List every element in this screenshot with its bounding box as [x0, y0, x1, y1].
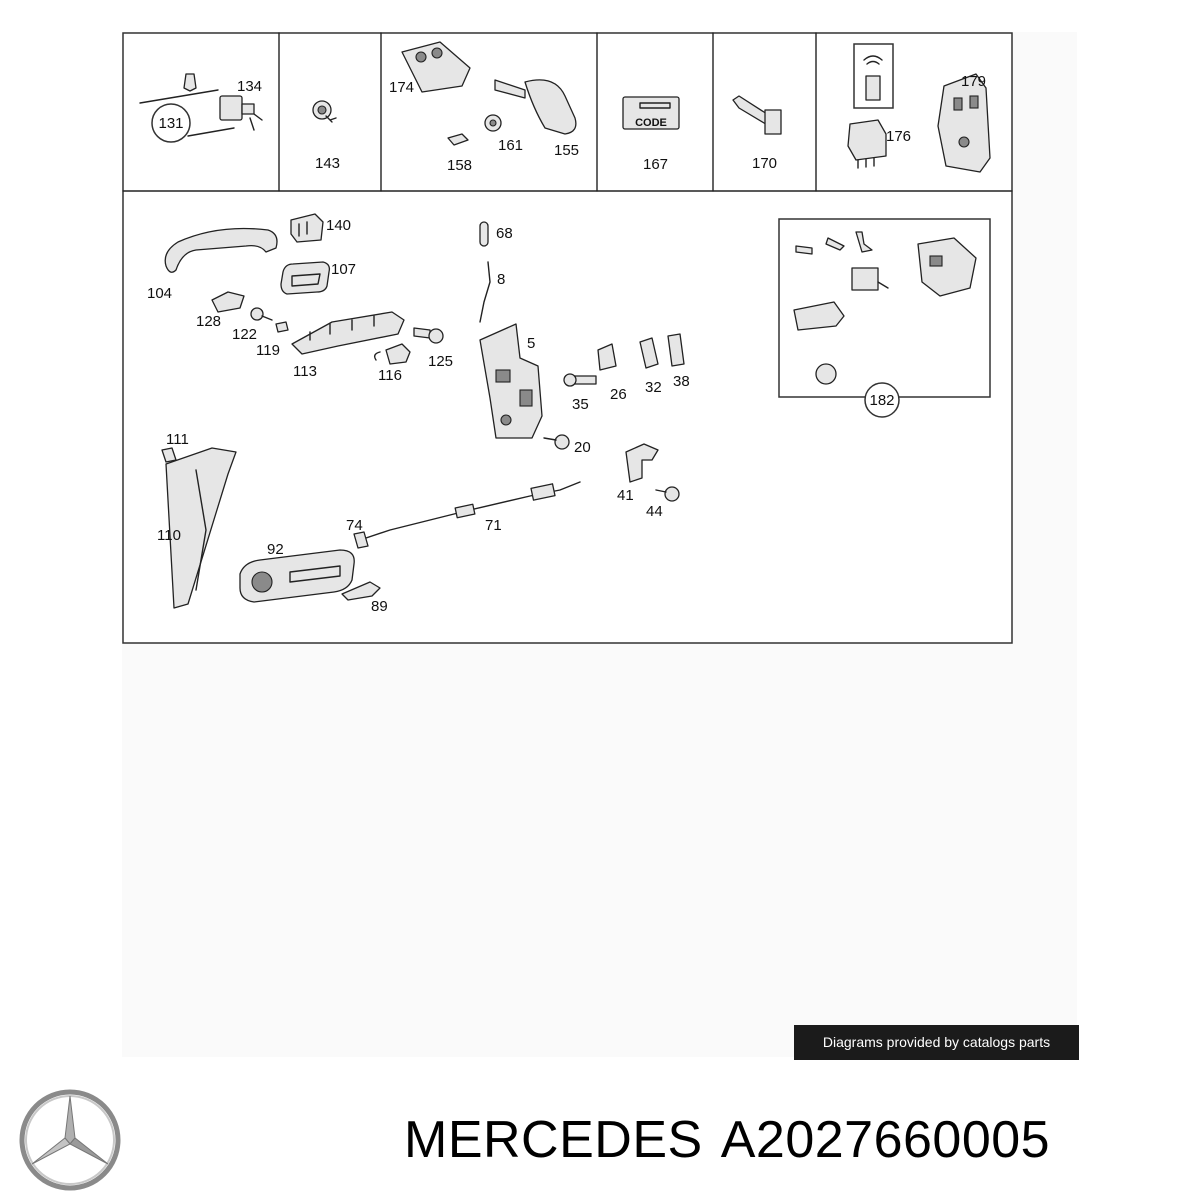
shim-plates — [639, 333, 685, 369]
callout-158: 158 — [447, 157, 472, 174]
callout-8: 8 — [497, 271, 505, 288]
callout-92: 92 — [267, 541, 284, 558]
inset-kit-box — [778, 218, 991, 418]
key-parts — [401, 41, 577, 146]
callout-179: 179 — [961, 73, 986, 90]
callout-5: 5 — [527, 335, 535, 352]
diagram-credit-badge: Diagrams provided by catalogs parts — [794, 1025, 1079, 1060]
callout-35: 35 — [572, 396, 589, 413]
remote-control-parts — [847, 43, 991, 173]
lock-rod-parts — [479, 221, 491, 323]
callout-26: 26 — [610, 386, 627, 403]
callout-176: 176 — [886, 128, 911, 145]
screws-122-119 — [250, 307, 289, 333]
callout-125: 125 — [428, 353, 453, 370]
clip-116-part — [373, 343, 411, 365]
bowden-cable-part — [353, 481, 581, 549]
callout-71: 71 — [485, 517, 502, 534]
callout-167: 167 — [643, 156, 668, 173]
callout-circle-182 — [864, 382, 900, 418]
callout-161: 161 — [498, 137, 523, 154]
callout-170: 170 — [752, 155, 777, 172]
callout-44: 44 — [646, 503, 663, 520]
key-blade-part — [732, 95, 782, 135]
callout-140: 140 — [326, 217, 351, 234]
bracket-41-screw-44 — [625, 443, 680, 502]
callout-131: 131 — [158, 115, 183, 132]
callout-68: 68 — [496, 225, 513, 242]
handle-cap-part — [290, 213, 324, 243]
screw-20-part — [543, 434, 570, 450]
callout-20: 20 — [574, 439, 591, 456]
callout-155: 155 — [554, 142, 579, 159]
brand-name: MERCEDES — [404, 1111, 703, 1169]
bolt-125-part — [413, 327, 444, 344]
callout-labels: 131 134 143 174 161 155 158 167 170 176 … — [147, 73, 986, 615]
top-row-cell-dividers — [278, 32, 817, 192]
outside-handle-part — [164, 227, 278, 273]
handle-carrier-part — [291, 311, 405, 355]
callout-122: 122 — [232, 326, 257, 343]
code-card-label: CODE — [635, 117, 667, 129]
lock-insert-part — [312, 100, 337, 123]
callout-circle-131 — [151, 103, 191, 143]
callout-110: 110 — [157, 527, 181, 544]
callout-143: 143 — [315, 155, 340, 172]
callout-116: 116 — [378, 367, 402, 384]
bracket-128-part — [211, 291, 245, 313]
callout-107: 107 — [331, 261, 356, 278]
callout-38: 38 — [673, 373, 690, 390]
callout-182: 182 — [869, 392, 894, 409]
striker-parts — [563, 343, 617, 387]
callout-113: 113 — [293, 363, 317, 380]
mercedes-star-icon — [19, 1089, 121, 1191]
lock-cylinder-part — [139, 73, 263, 143]
callout-119: 119 — [256, 342, 280, 359]
handle-seal-part — [280, 261, 331, 295]
inside-handle-part — [239, 549, 381, 603]
callout-111: 111 — [166, 431, 189, 448]
callout-74: 74 — [346, 517, 363, 534]
door-lock-part — [479, 323, 543, 439]
callout-89: 89 — [371, 598, 388, 615]
parts-diagram: CODE — [122, 32, 1013, 644]
part-title: MERCEDES A2027660005 — [404, 1107, 1050, 1173]
code-card-part: CODE — [622, 96, 680, 130]
callout-174: 174 — [389, 79, 414, 96]
rail-and-clip-parts — [161, 447, 237, 609]
callout-104: 104 — [147, 285, 172, 302]
callout-32: 32 — [645, 379, 662, 396]
part-number: A2027660005 — [720, 1111, 1051, 1169]
callout-41: 41 — [617, 487, 634, 504]
callout-128: 128 — [196, 313, 221, 330]
callout-134: 134 — [237, 78, 262, 95]
